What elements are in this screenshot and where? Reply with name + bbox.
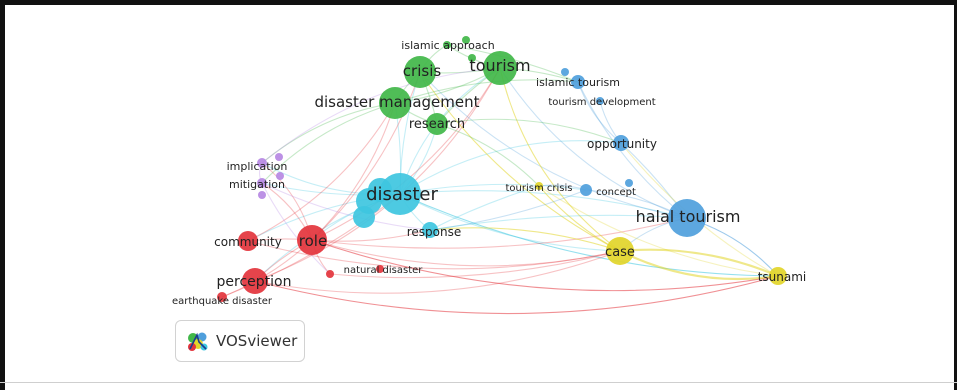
- link-mitigation-response: [261, 182, 431, 231]
- node-label-disaster-management[interactable]: disaster management: [314, 93, 479, 111]
- node-tourism[interactable]: [483, 51, 517, 85]
- link-research-tourism-crisis: [436, 123, 540, 187]
- node-label-islamic-tourism[interactable]: islamic tourism: [536, 76, 620, 89]
- node-label-implication[interactable]: implication: [227, 160, 288, 173]
- minor-node[interactable]: [625, 179, 633, 187]
- link-role-tourism: [311, 67, 501, 241]
- link-perception-case: [254, 250, 621, 294]
- node-disaster[interactable]: [379, 173, 421, 215]
- node-role[interactable]: [297, 225, 327, 255]
- link-case-tsunami: [619, 248, 779, 278]
- minor-node[interactable]: [258, 191, 266, 199]
- node-mitigation[interactable]: [257, 178, 267, 188]
- minor-node[interactable]: [561, 68, 569, 76]
- node-label-tourism-crisis[interactable]: tourism crisis: [506, 183, 573, 194]
- node-disaster-management[interactable]: [379, 87, 411, 119]
- link-perception-tsunami: [254, 275, 779, 315]
- node-implication[interactable]: [257, 158, 267, 168]
- minor-node[interactable]: [275, 153, 283, 161]
- node-opportunity[interactable]: [613, 135, 629, 151]
- node-label-earthquake-disaster[interactable]: earthquake disaster: [172, 296, 273, 307]
- vosviewer-logo-text: VOSviewer: [216, 332, 298, 350]
- link-disaster-management-mitigation: [261, 102, 396, 184]
- link-response-halal-tourism: [429, 214, 688, 231]
- node-response[interactable]: [422, 222, 438, 238]
- node-label-perception[interactable]: perception: [217, 274, 292, 290]
- link-role-disaster-management: [311, 102, 396, 241]
- link-disaster-concept: [399, 183, 587, 195]
- node-label-tsunami[interactable]: tsunami: [758, 270, 807, 284]
- link-implication-tourism: [261, 67, 501, 164]
- node-tourism-crisis[interactable]: [535, 182, 543, 190]
- link-disaster-tsunami: [399, 193, 779, 277]
- link-disaster-management-implication: [261, 102, 396, 164]
- node-islamic-approach[interactable]: [443, 41, 451, 49]
- link-halal-tourism-islamic-tourism: [577, 81, 688, 219]
- link-layer: [221, 44, 779, 315]
- node-label-research[interactable]: research: [409, 117, 465, 132]
- link-community-disaster-management: [247, 102, 396, 242]
- node-halal-tourism[interactable]: [668, 199, 706, 237]
- node-label-crisis[interactable]: crisis: [403, 62, 442, 80]
- node-label-tourism[interactable]: tourism: [469, 56, 530, 75]
- link-role-tsunami: [311, 239, 779, 292]
- node-label-opportunity[interactable]: opportunity: [587, 137, 657, 151]
- node-label-community[interactable]: community: [214, 235, 282, 249]
- minor-node[interactable]: [376, 265, 384, 273]
- node-earthquake-disaster[interactable]: [217, 292, 227, 302]
- label-layer: islamic approach crisis tourism disaster ma…: [172, 39, 806, 307]
- link-disaster-management-islamic-tourism: [394, 79, 579, 104]
- link-disaster-opportunity: [399, 140, 622, 195]
- node-concept[interactable]: [580, 184, 592, 196]
- minor-node[interactable]: [468, 54, 476, 62]
- node-tsunami[interactable]: [769, 267, 787, 285]
- node-community[interactable]: [238, 231, 258, 251]
- node-case[interactable]: [606, 237, 634, 265]
- vosviewer-logo-badge[interactable]: VOSviewer: [175, 320, 305, 362]
- node-tourism-development[interactable]: [596, 97, 604, 105]
- link-case-tsunami: [619, 250, 779, 281]
- vosviewer-logo-icon: [188, 332, 208, 351]
- minor-node[interactable]: [462, 36, 470, 44]
- node-label-disaster[interactable]: disaster: [366, 184, 438, 205]
- link-case-crisis: [419, 71, 621, 252]
- link-case-response: [429, 227, 621, 252]
- node-research[interactable]: [426, 113, 448, 135]
- node-label-natural-disaster[interactable]: natural disaster: [344, 265, 424, 276]
- link-role-case: [311, 239, 621, 267]
- node-perception[interactable]: [242, 268, 268, 294]
- link-community-case: [247, 240, 621, 270]
- link-role-halal-tourism: [311, 217, 688, 249]
- node-islamic-tourism[interactable]: [571, 75, 585, 89]
- minor-node[interactable]: [353, 206, 375, 228]
- node-label-tourism-development[interactable]: tourism development: [548, 97, 655, 108]
- bottom-divider: [0, 382, 957, 383]
- node-label-mitigation[interactable]: mitigation: [229, 178, 285, 191]
- node-label-halal-tourism[interactable]: halal tourism: [636, 207, 741, 226]
- link-disaster-halal-tourism: [399, 190, 688, 219]
- node-label-concept[interactable]: concept: [596, 187, 636, 198]
- node-natural-disaster[interactable]: [326, 270, 334, 278]
- link-mitigation-natural-disaster: [261, 182, 331, 275]
- link-tsunami-tourism-crisis: [538, 185, 779, 277]
- node-label-islamic-approach[interactable]: islamic approach: [401, 39, 494, 52]
- minor-node[interactable]: [276, 172, 284, 180]
- link-halal-tourism-tourism: [499, 67, 688, 219]
- node-label-response[interactable]: response: [407, 225, 462, 239]
- link-response-tourism-crisis: [429, 185, 540, 231]
- link-case-tourism: [499, 67, 621, 252]
- node-layer: [217, 36, 787, 302]
- link-concept-response: [429, 189, 587, 231]
- node-crisis[interactable]: [404, 56, 436, 88]
- node-label-role[interactable]: role: [299, 232, 327, 250]
- link-natural-disaster-case: [329, 250, 621, 279]
- link-role-crisis: [311, 71, 421, 241]
- node-label-case[interactable]: case: [605, 245, 635, 260]
- link-research-opportunity: [436, 118, 622, 144]
